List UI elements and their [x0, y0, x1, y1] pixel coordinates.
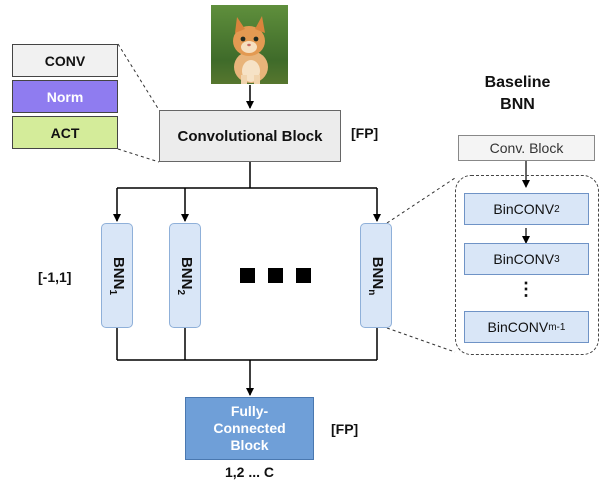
conv-layer-box: CONV: [12, 44, 118, 77]
baseline-title-line-2: BNN: [500, 96, 535, 113]
input-cat-image: [211, 5, 288, 84]
ellipsis-square-2: [268, 268, 283, 283]
ellipsis-square-3: [296, 268, 311, 283]
callout-line-bnn-top: [386, 177, 456, 224]
baseline-conv-block-label: Conv. Block: [489, 140, 564, 156]
baseline-bnn-title: Baseline BNN: [455, 72, 580, 116]
binconv-2-sub: 2: [554, 203, 560, 215]
baseline-conv-block: Conv. Block: [458, 135, 595, 161]
bnn-2-label: BNN2: [175, 256, 195, 295]
fc-line-1: Fully-: [230, 403, 269, 419]
fc-line-2: Connected: [213, 420, 286, 436]
baseline-ellipsis: ⋮: [517, 279, 535, 299]
fully-connected-block: Fully- Connected Block: [185, 397, 314, 460]
input-range-label: [-1,1]: [38, 269, 72, 285]
conv-block-fp-tag: [FP]: [351, 125, 379, 141]
ellipsis-square-1: [240, 268, 255, 283]
fc-block-fp-tag: [FP]: [331, 421, 359, 437]
bnn-block-n: BNNn: [360, 223, 392, 328]
fc-line-3: Block: [230, 437, 269, 453]
output-classes-label: 1,2 ... C: [224, 464, 275, 480]
callout-line-top: [117, 43, 160, 111]
bnn-block-2: BNN2: [169, 223, 201, 328]
convolutional-block-label: Convolutional Block: [177, 127, 323, 145]
bnn-1-label: BNN1: [107, 256, 127, 295]
callout-line-bottom: [117, 148, 160, 163]
baseline-bin-group: [455, 175, 599, 355]
convolutional-block: Convolutional Block: [159, 110, 341, 162]
callout-line-bnn-bottom: [386, 327, 456, 353]
bnn-block-1: BNN1: [101, 223, 133, 328]
binconv-m-1-sub: m-1: [548, 321, 566, 333]
binconv-3-sub: 3: [554, 253, 560, 265]
norm-layer-box: Norm: [12, 80, 118, 113]
baseline-title-line-1: Baseline: [484, 74, 551, 91]
act-layer-box: ACT: [12, 116, 118, 149]
bnn-n-label: BNNn: [366, 256, 386, 295]
